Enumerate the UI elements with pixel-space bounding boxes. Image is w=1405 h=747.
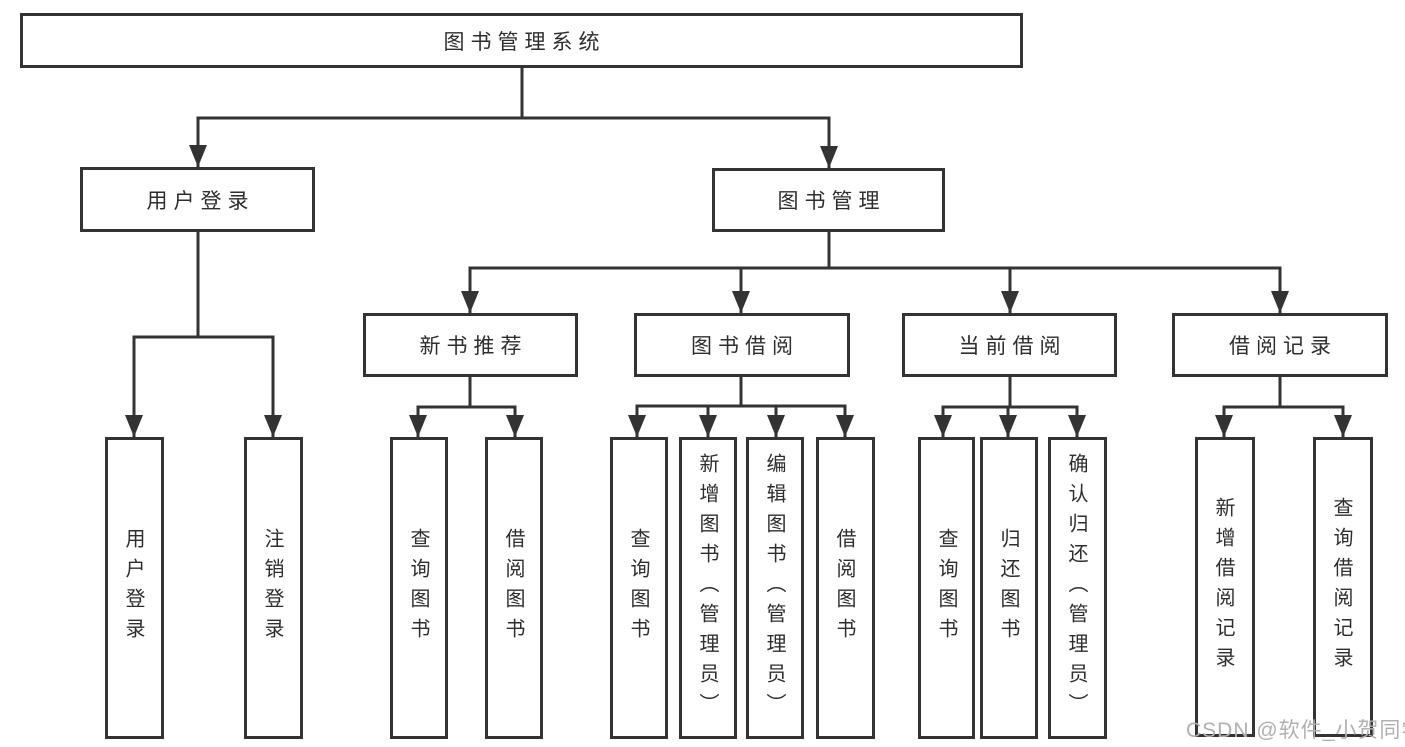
leaf-edit-book-admin: 编辑图书（管理员）	[746, 437, 804, 739]
leaf-borrow-books-borrowing: 借阅图书	[816, 437, 875, 739]
leaf-borrow-books-recommend: 借阅图书	[485, 437, 543, 739]
csdn-watermark: CSDN @软件_小贺同学	[1186, 719, 1405, 742]
leaf-query-books-current: 查询图书	[918, 437, 975, 739]
leaf-confirm-return-admin: 确认归还（管理员）	[1048, 437, 1107, 739]
leaf-user-login: 用户登录	[105, 437, 164, 739]
leaf-query-borrow-record: 查询借阅记录	[1313, 437, 1373, 737]
leaf-logout: 注销登录	[244, 437, 303, 739]
node-book-borrowing: 图书借阅	[634, 313, 850, 377]
node-new-book-recommendation: 新书推荐	[363, 313, 578, 377]
leaf-query-books-borrowing: 查询图书	[610, 437, 668, 739]
leaf-add-borrow-record: 新增借阅记录	[1195, 437, 1255, 737]
node-book-management: 图书管理	[712, 168, 945, 232]
node-user-login: 用户登录	[80, 167, 315, 232]
node-current-borrowing: 当前借阅	[902, 313, 1117, 377]
leaf-return-book: 归还图书	[980, 437, 1038, 739]
node-borrowing-records: 借阅记录	[1172, 313, 1388, 377]
node-book-management-system: 图书管理系统	[20, 13, 1023, 68]
leaf-add-book-admin: 新增图书（管理员）	[679, 437, 737, 739]
leaf-query-books-recommend: 查询图书	[390, 437, 448, 739]
